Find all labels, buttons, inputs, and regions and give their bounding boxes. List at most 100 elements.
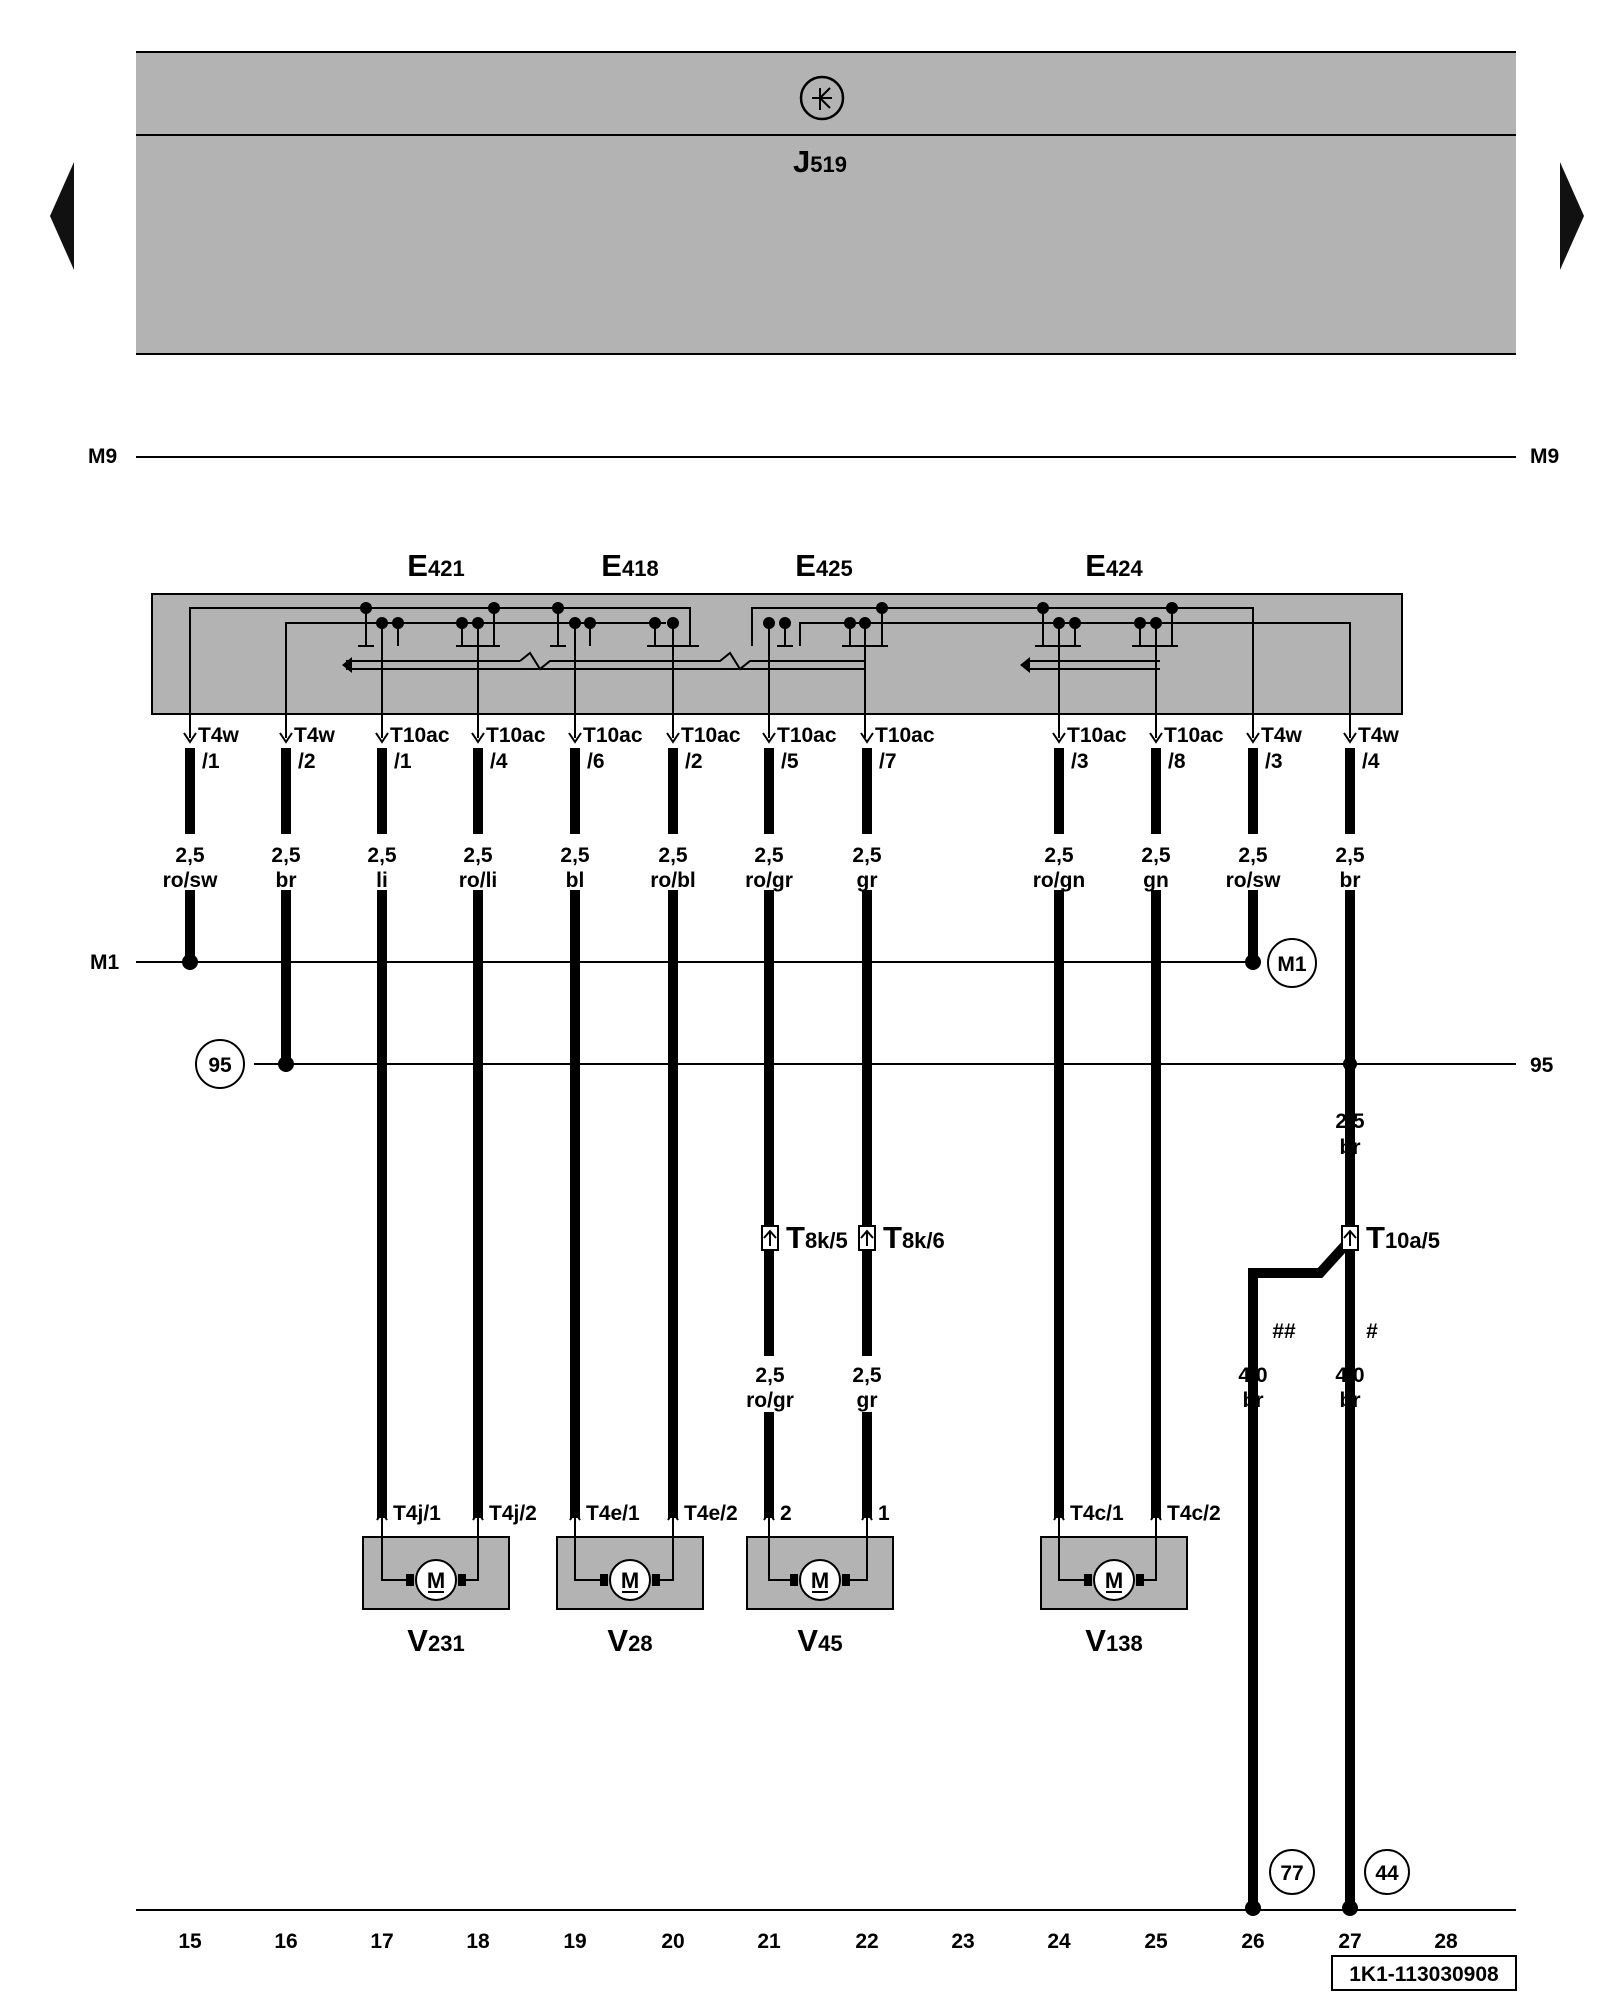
wire-gauge: 2,5 — [1141, 844, 1171, 867]
wire-color: li — [376, 869, 388, 892]
wire-color: gr — [857, 1389, 878, 1412]
motor-label: V45 — [797, 1623, 842, 1658]
wire-connector: T10ac — [681, 724, 741, 747]
wire-gauge: 2,5 — [1335, 1110, 1365, 1133]
wire-gauge: 2,5 — [175, 844, 205, 867]
bus-label-m9-left: M9 — [88, 445, 117, 468]
column-number: 21 — [757, 1930, 781, 1953]
wire: T10ac/6 2,5bl — [535, 724, 643, 1518]
wire-connector: T10ac — [1067, 724, 1127, 747]
motor-pin-label: T4c/2 — [1167, 1502, 1221, 1525]
wire: T4w/22,5br — [246, 724, 336, 1064]
motor-pin-label: T4j/1 — [393, 1502, 441, 1525]
motor: M V231 T4j/1 T4j/2 — [362, 1502, 537, 1658]
column-number: 18 — [466, 1930, 490, 1953]
switch-label-e424: E424 — [1085, 548, 1143, 583]
wire-connector: T10ac — [875, 724, 935, 747]
wire: T10ac/2 2,5ro/bl — [633, 724, 741, 1518]
wire-gauge: 4,0 — [1238, 1364, 1267, 1387]
wire-gauge: 2,5 — [1044, 844, 1074, 867]
wire-gauge: 2,5 — [560, 844, 590, 867]
wire: T10ac/72,5gr — [827, 724, 935, 1226]
column-number: 28 — [1434, 1930, 1458, 1953]
wire-gauge: 2,5 — [463, 844, 493, 867]
wire-gauge: 2,5 — [852, 844, 882, 867]
wire-pin: /8 — [1168, 750, 1186, 773]
wire-color: br — [276, 869, 297, 892]
wire-pin: /1 — [202, 750, 220, 773]
wire-color: gr — [857, 869, 878, 892]
wire-color: ro/gr — [745, 869, 793, 892]
wire-pin: /6 — [587, 750, 605, 773]
wire-gauge: 2,5 — [1335, 844, 1365, 867]
wire: T10ac/32,5ro/gn — [1019, 724, 1127, 1518]
inline-connector-t10a5: T10a/5 — [1366, 1220, 1440, 1255]
wire-gauge: 2,5 — [367, 844, 397, 867]
wire-color: br — [1243, 1389, 1264, 1412]
bus-label-m1-left: M1 — [90, 951, 119, 974]
module-label: J519 — [793, 144, 847, 179]
wire-gauge: 2,5 — [658, 844, 688, 867]
inline-connector-icon — [761, 1225, 1359, 1251]
ref-44: 44 — [1375, 1862, 1399, 1885]
wire-connector: T10ac — [583, 724, 643, 747]
column-number: 19 — [563, 1930, 586, 1953]
column-number: 23 — [951, 1930, 974, 1953]
wire: T4w/42,5br — [1310, 724, 1400, 1064]
switch-label-e418: E418 — [601, 548, 658, 583]
wire-mark: # — [1366, 1320, 1378, 1343]
motor-pin-label: 1 — [878, 1502, 890, 1525]
bus-ref-95: 95 — [208, 1054, 232, 1077]
motor-pin-label: T4c/1 — [1070, 1502, 1124, 1525]
column-number: 15 — [178, 1930, 202, 1953]
wire: T10ac/82,5gn — [1116, 724, 1224, 1518]
wire-connector: T10ac — [777, 724, 837, 747]
wire-gauge: 2,5 — [271, 844, 301, 867]
motor-icon: M — [427, 1568, 445, 1593]
document-id: 1K1-113030908 — [1349, 1963, 1499, 1986]
motor: M V138 T4c/1 T4c/2 — [1040, 1502, 1221, 1658]
wires: T4w/12,5ro/swT4w/22,5brT10ac/12,5liT10ac… — [150, 724, 1400, 1518]
inline-connector-t8k5: T8k/5 — [786, 1220, 848, 1255]
wire-connector: T4w — [198, 724, 240, 747]
prev-page-arrow[interactable] — [50, 162, 74, 270]
bus-label-95-right: 95 — [1530, 1054, 1554, 1077]
wire-color: bl — [566, 869, 585, 892]
wire-color: br — [1340, 1136, 1361, 1159]
wire-pin: /4 — [490, 750, 508, 773]
wire-mark: ## — [1272, 1320, 1296, 1343]
column-number: 17 — [370, 1930, 393, 1953]
column-number: 22 — [855, 1930, 878, 1953]
wire-gauge: 2,5 — [852, 1364, 882, 1387]
wire-gauge: 2,5 — [754, 844, 784, 867]
wire-color: ro/bl — [650, 869, 696, 892]
wire-gauge: 2,5 — [755, 1364, 785, 1387]
motor-icon: M — [811, 1568, 829, 1593]
column-number: 16 — [274, 1930, 297, 1953]
wire-color: ro/sw — [1226, 869, 1282, 892]
motor-pin-label: 2 — [780, 1502, 792, 1525]
motor-icon: M — [621, 1568, 639, 1593]
wire-connector: T4w — [294, 724, 336, 747]
window-switch-block — [151, 593, 1403, 738]
wire-color: ro/gn — [1033, 869, 1086, 892]
wire-pin: /2 — [685, 750, 703, 773]
motor-label: V231 — [407, 1623, 464, 1658]
bus-label-m9-right: M9 — [1530, 445, 1559, 468]
wire-pin: /1 — [394, 750, 412, 773]
column-number: 27 — [1338, 1930, 1361, 1953]
motor-pin-label: T4j/2 — [489, 1502, 537, 1525]
wire-connector: T10ac — [1164, 724, 1224, 747]
module-processor-icon — [799, 75, 845, 121]
wire-gauge: 2,5 — [1238, 844, 1268, 867]
motor-icon: M — [1105, 1568, 1123, 1593]
motor-label: V138 — [1085, 1623, 1142, 1658]
wire-pin: /5 — [781, 750, 799, 773]
next-page-arrow[interactable] — [1560, 162, 1584, 270]
switch-label-e425: E425 — [795, 548, 852, 583]
wire: T4w/12,5ro/sw — [150, 724, 240, 962]
wire: T10ac/5 2,5ro/gr — [729, 724, 837, 1226]
